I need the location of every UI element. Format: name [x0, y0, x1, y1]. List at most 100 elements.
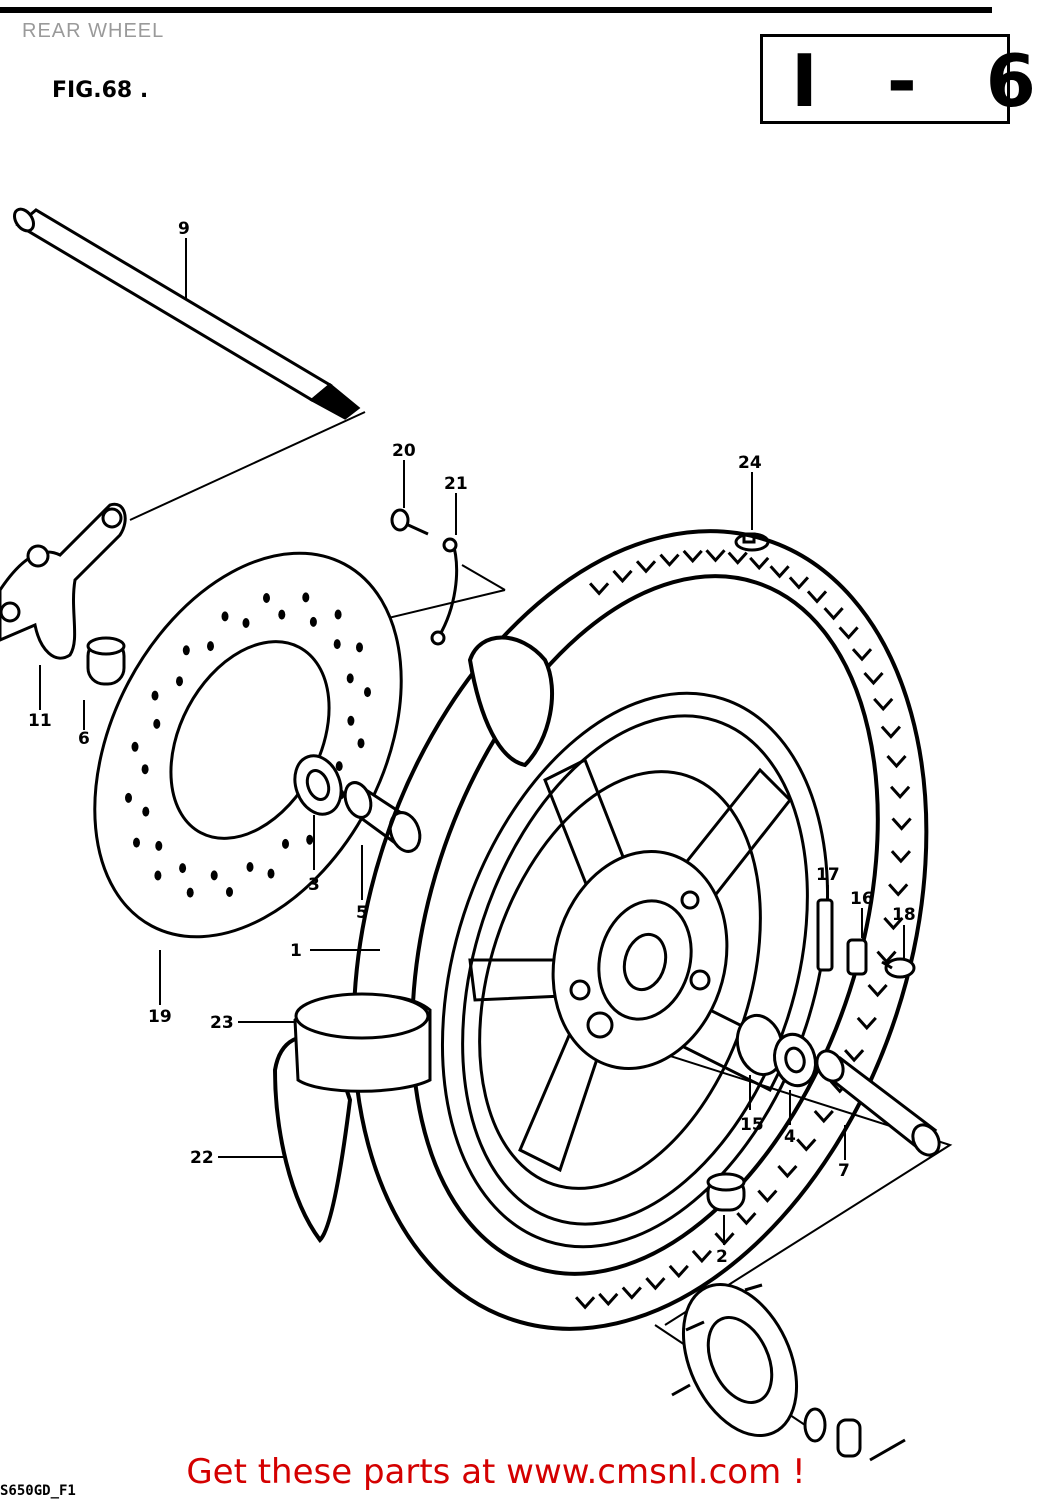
tread-block	[876, 950, 897, 964]
callout-15: 15	[740, 1115, 764, 1135]
leader-lines	[39, 238, 905, 1245]
tread-block	[890, 850, 912, 864]
disc-hole	[347, 715, 355, 726]
tread-block	[891, 817, 912, 831]
callout-23: 23	[210, 1013, 234, 1033]
tread-block	[574, 1296, 596, 1310]
disc-hole	[142, 806, 150, 817]
callouts: 9 20 21 24 11 6 3 5 1 19 23 22 15 4 7 2 …	[28, 219, 916, 1267]
tread-block	[588, 582, 610, 596]
disc-hole	[210, 870, 218, 881]
tread-block	[838, 626, 859, 640]
tread-block	[635, 560, 657, 574]
tread-block	[757, 1189, 778, 1203]
shop-link[interactable]: Get these parts at www.cmsnl.com !	[186, 1452, 806, 1492]
tread-block	[823, 607, 844, 621]
callout-18: 18	[892, 905, 916, 925]
tread-block	[856, 1016, 877, 1031]
sprocket-drum	[671, 1282, 799, 1438]
callout-1: 1	[290, 941, 302, 961]
clip-21	[430, 537, 459, 646]
callout-22: 22	[190, 1148, 214, 1168]
disc-hole	[333, 639, 341, 650]
tread-block	[888, 883, 909, 897]
brake-disc	[93, 551, 403, 939]
nut-16	[846, 938, 868, 976]
disc-hole	[153, 718, 161, 729]
callout-5: 5	[356, 903, 368, 923]
callout-9: 9	[178, 219, 190, 239]
callout-11: 11	[28, 711, 52, 731]
callout-4: 4	[784, 1127, 796, 1147]
disc-hole	[282, 838, 289, 849]
tread-block	[621, 1286, 642, 1300]
tread-block	[691, 1249, 713, 1264]
caliper-bracket	[0, 502, 127, 660]
disc-hole	[356, 642, 363, 653]
disc-hole	[242, 618, 250, 628]
disc-hole	[246, 862, 254, 872]
tread-block	[659, 553, 680, 567]
tread-block	[813, 1109, 834, 1124]
tread-block	[705, 549, 726, 563]
tread-block	[867, 983, 888, 998]
tread-block	[883, 916, 904, 931]
tread-block	[880, 725, 902, 739]
callout-17: 17	[816, 865, 840, 885]
page-code-box: I - 6	[760, 34, 1036, 124]
callout-20: 20	[392, 441, 416, 461]
tread-block	[863, 671, 884, 686]
figure-label: FIG.68 .	[52, 78, 149, 103]
callout-16: 16	[850, 889, 874, 909]
tread-block	[769, 565, 790, 579]
tread-block	[736, 1212, 757, 1226]
tyre-tread	[574, 549, 912, 1310]
disc-hole	[176, 676, 183, 687]
callout-2: 2	[716, 1247, 728, 1267]
disc-hole	[309, 616, 317, 627]
disc-hole	[182, 645, 190, 656]
page-code: I - 6	[791, 39, 1058, 123]
disc-hole	[151, 690, 159, 701]
tread-block	[788, 576, 810, 590]
disc-hole	[133, 837, 140, 848]
disc-hole	[346, 673, 354, 684]
tread-block	[796, 1138, 817, 1152]
tread-block	[873, 697, 894, 712]
callout-24: 24	[738, 453, 762, 473]
disc-hole	[306, 834, 314, 845]
tread-block	[851, 648, 873, 662]
disc-hole	[278, 609, 286, 620]
tread-block	[682, 549, 703, 564]
bearing-2	[706, 1172, 746, 1212]
disc-hole	[226, 887, 233, 897]
callout-6: 6	[78, 729, 90, 749]
disc-hole	[155, 840, 163, 851]
disc-hole	[186, 887, 194, 898]
disc-hole	[357, 738, 365, 749]
collar-6	[86, 636, 126, 686]
callout-19: 19	[148, 1007, 172, 1027]
disc-hole	[335, 761, 343, 772]
disc-hole	[302, 592, 310, 603]
tread-block	[668, 1264, 689, 1279]
disc-hole	[179, 863, 187, 874]
callout-3: 3	[308, 875, 320, 895]
disc-hole	[141, 764, 149, 775]
tread-block	[886, 754, 907, 769]
disc-hole	[263, 593, 270, 603]
bolt-20	[390, 508, 429, 536]
disc-hole	[207, 641, 214, 652]
wheel-hub	[551, 849, 729, 1071]
exploded-view: 9 20 21 24 11 6 3 5 1 19 23 22 15 4 7 2 …	[0, 7, 992, 1462]
tread-block	[598, 1292, 619, 1307]
callout-7: 7	[838, 1161, 850, 1181]
spacer-5	[343, 781, 422, 853]
bearing-3	[293, 754, 343, 816]
screw-18	[881, 957, 916, 979]
disc-hole	[334, 609, 342, 620]
rear-axle	[12, 207, 361, 420]
tube-23	[293, 992, 432, 1093]
disc-hole	[364, 687, 371, 698]
clip-17	[816, 898, 834, 972]
